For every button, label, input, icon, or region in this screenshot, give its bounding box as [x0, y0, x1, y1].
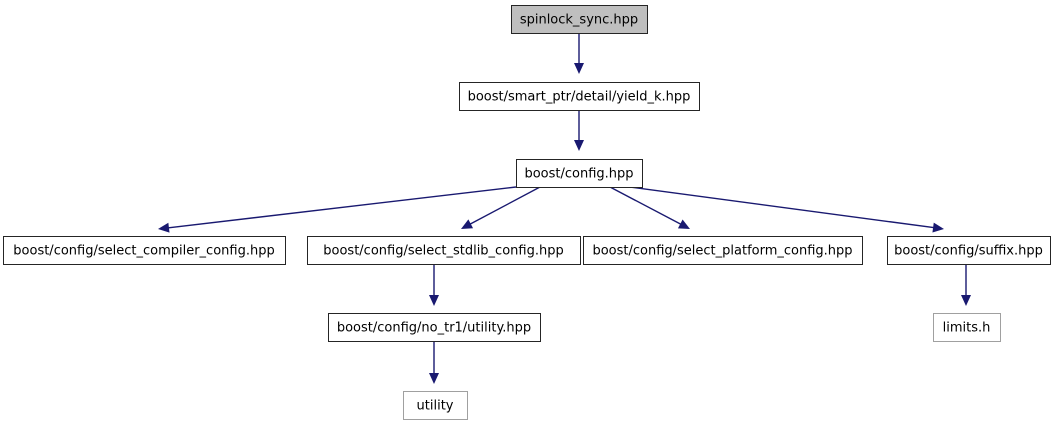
node-label: boost/config/select_platform_config.hpp — [592, 244, 852, 259]
graph-node-suffix_hpp[interactable]: boost/config/suffix.hpp — [887, 236, 1051, 265]
node-box[interactable] — [403, 391, 468, 420]
edge-arrowhead-icon — [574, 140, 584, 151]
edge-arrowhead-icon — [932, 222, 944, 233]
node-box[interactable] — [307, 236, 581, 265]
edge-arrowhead-icon — [677, 219, 690, 229]
graph-node-no_tr1_utility[interactable]: boost/config/no_tr1/utility.hpp — [328, 313, 541, 342]
graph-edge-config_hpp-to-suffix_hpp — [629, 186, 944, 233]
node-label: utility — [417, 399, 454, 414]
edge-line — [629, 186, 935, 229]
node-label: boost/config/no_tr1/utility.hpp — [337, 321, 531, 336]
node-label: boost/config.hpp — [524, 167, 633, 182]
graph-edge-yield_k-to-config_hpp — [574, 110, 584, 151]
graph-edge-spinlock_sync-to-yield_k — [574, 33, 584, 74]
edge-arrowhead-icon — [461, 219, 474, 229]
graph-node-yield_k[interactable]: boost/smart_ptr/detail/yield_k.hpp — [459, 82, 700, 111]
node-box[interactable] — [516, 159, 643, 188]
graph-edge-config_hpp-to-select_stdlib_config — [461, 186, 541, 229]
node-box[interactable] — [583, 236, 863, 265]
node-box[interactable] — [3, 236, 286, 265]
node-box[interactable] — [887, 236, 1051, 265]
graph-node-select_platform_config[interactable]: boost/config/select_platform_config.hpp — [583, 236, 863, 265]
node-label: boost/config/suffix.hpp — [894, 244, 1043, 259]
graph-edge-select_stdlib_config-to-no_tr1_utility — [429, 264, 439, 306]
node-label: limits.h — [943, 321, 991, 336]
node-box[interactable] — [459, 82, 700, 111]
graph-node-limits_h[interactable]: limits.h — [933, 313, 1001, 342]
graph-edge-config_hpp-to-select_compiler_config — [158, 186, 517, 233]
graph-edge-suffix_hpp-to-limits_h — [961, 264, 971, 306]
node-box[interactable] — [328, 313, 541, 342]
edge-line — [469, 186, 541, 226]
graph-node-select_compiler_config[interactable]: boost/config/select_compiler_config.hpp — [3, 236, 286, 265]
graph-edge-no_tr1_utility-to-utility — [429, 341, 439, 384]
graph-node-select_stdlib_config[interactable]: boost/config/select_stdlib_config.hpp — [307, 236, 581, 265]
graph-edge-config_hpp-to-select_platform_config — [609, 186, 690, 229]
edge-line — [609, 186, 682, 226]
graph-node-config_hpp[interactable]: boost/config.hpp — [516, 159, 643, 188]
node-label: boost/smart_ptr/detail/yield_k.hpp — [468, 90, 691, 105]
node-box[interactable] — [933, 313, 1001, 342]
edge-arrowhead-icon — [961, 295, 971, 306]
node-label: boost/config/select_compiler_config.hpp — [13, 244, 274, 259]
edge-arrowhead-icon — [429, 373, 439, 384]
graph-node-utility[interactable]: utility — [403, 391, 468, 420]
edge-arrowhead-icon — [158, 222, 170, 233]
node-label: spinlock_sync.hpp — [520, 13, 638, 28]
edge-layer — [158, 33, 971, 384]
edge-arrowhead-icon — [429, 295, 439, 306]
edge-line — [167, 186, 517, 229]
edge-arrowhead-icon — [574, 63, 584, 74]
graph-node-spinlock_sync[interactable]: spinlock_sync.hpp — [511, 5, 648, 34]
node-label: boost/config/select_stdlib_config.hpp — [323, 244, 563, 259]
node-layer: spinlock_sync.hpp boost/smart_ptr/detail/… — [3, 5, 1051, 420]
node-box[interactable] — [511, 5, 648, 34]
